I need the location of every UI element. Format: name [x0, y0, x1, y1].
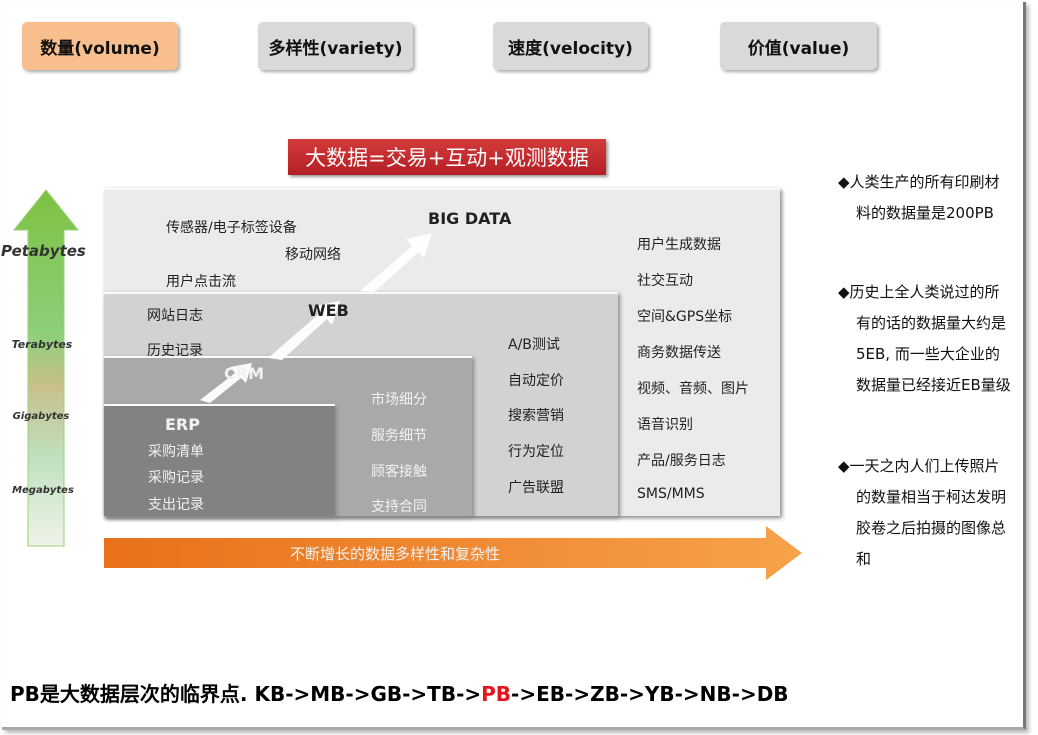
bigdata-right-item: 用户生成数据 [637, 237, 721, 253]
web-right-item: A/B测试 [508, 337, 560, 353]
web-right-item: 自动定价 [508, 373, 564, 389]
erp-layer [104, 404, 335, 516]
scale-megabytes: Megabytes [12, 485, 74, 496]
erp-item: 采购记录 [148, 470, 204, 486]
scale-petabytes: Petabytes [1, 242, 86, 260]
web-right-item: 行为定位 [508, 444, 564, 460]
erp-title: ERP [165, 415, 200, 434]
bigdata-right-item: 产品/服务日志 [637, 453, 726, 469]
crm-title: CRM [224, 364, 264, 383]
bigdata-right-item: SMS/MMS [637, 486, 705, 502]
bigdata-right-item: 空间&GPS坐标 [637, 309, 733, 325]
web-right-item: 搜索营销 [508, 408, 564, 424]
fact-text: ◆一天之内人们上传照片的数量相当于柯达发明胶卷之后拍摄的图像总和 [838, 457, 1007, 568]
crm-right-item: 顾客接触 [371, 464, 427, 480]
bigdata-right-item: 商务数据传送 [637, 345, 721, 361]
crm-right-item: 支持合同 [371, 499, 427, 515]
bigdata-right-item: 社交互动 [637, 273, 693, 289]
bigdata-right-item: 视频、音频、图片 [637, 381, 749, 397]
fact-text: ◆历史上全人类说过的所有的话的数据量大约是5EB, 而一些大企业的数据量已经接近… [838, 283, 1011, 394]
growth-arrows-icon [200, 233, 432, 403]
bigdata-title: BIG DATA [428, 209, 512, 228]
tab-value[interactable]: 价值(value) [720, 22, 877, 70]
bigdata-item: 移动网络 [285, 247, 341, 263]
tab-volume[interactable]: 数量(volume) [22, 22, 178, 70]
fact-bullet: ◆人类生产的所有印刷材料的数据量是200PB [838, 167, 1013, 229]
scale-gigabytes: Gigabytes [12, 411, 70, 422]
big-data-banner: 大数据=交易+互动+观测数据 [288, 139, 606, 175]
footer-suffix: ->EB->ZB->YB->NB->DB [511, 682, 789, 706]
crm-right-item: 服务细节 [371, 428, 427, 444]
footer-statement: PB是大数据层次的临界点. KB->MB->GB->TB->PB->EB->ZB… [10, 678, 789, 707]
web-right-item: 广告联盟 [508, 480, 564, 496]
bigdata-right-item: 语音识别 [637, 417, 693, 433]
erp-item: 采购清单 [148, 444, 204, 460]
fact-bullet: ◆历史上全人类说过的所有的话的数据量大约是5EB, 而一些大企业的数据量已经接近… [838, 277, 1013, 401]
scale-arrow-icon [12, 189, 80, 547]
tab-variety[interactable]: 多样性(variety) [258, 22, 413, 70]
fact-bullet: ◆一天之内人们上传照片的数量相当于柯达发明胶卷之后拍摄的图像总和 [838, 451, 1013, 575]
fact-text: ◆人类生产的所有印刷材料的数据量是200PB [838, 173, 1000, 222]
variety-arrow-icon [104, 526, 802, 580]
footer-prefix: PB是大数据层次的临界点. KB->MB->GB->TB-> [10, 682, 482, 706]
bigdata-item: 传感器/电子标签设备 [166, 220, 297, 236]
web-item: 网站日志 [147, 308, 203, 324]
crm-right-item: 市场细分 [371, 392, 427, 408]
variety-arrow-label: 不断增长的数据多样性和复杂性 [290, 545, 501, 563]
web-item: 历史记录 [147, 343, 203, 359]
scale-terabytes: Terabytes [11, 338, 73, 351]
footer-highlight: PB [481, 682, 512, 706]
tab-velocity[interactable]: 速度(velocity) [493, 22, 648, 70]
erp-item: 支出记录 [148, 497, 204, 513]
slide-frame [2, 2, 1026, 730]
bigdata-item: 用户点击流 [166, 274, 236, 290]
web-title: WEB [308, 301, 349, 320]
